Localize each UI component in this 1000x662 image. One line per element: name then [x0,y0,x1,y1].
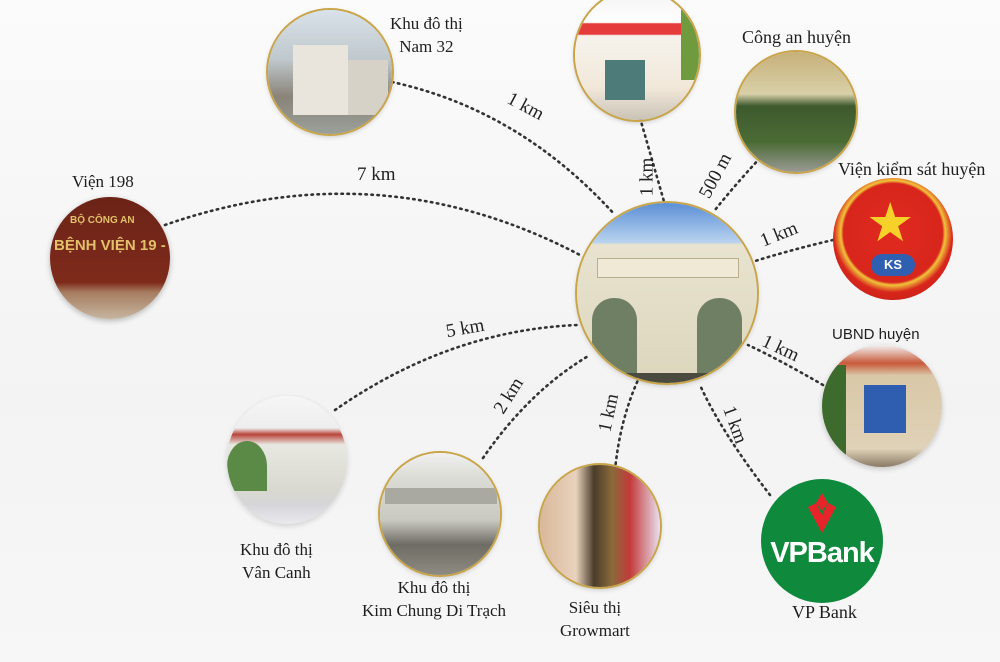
line-vancanh [333,323,580,412]
line-ubnd [746,343,825,387]
line-congan [713,156,762,212]
kimchung-image [380,453,500,575]
label-congan: Công an huyện [742,27,851,47]
label-ubnd: UBND huyện [832,326,920,343]
vpbank-logo: VPBank [761,479,883,603]
star-icon: ★ [866,193,915,253]
vien198-image: BỘ CÔNG AN BỆNH VIỆN 19 - 8 [50,197,170,319]
line-nam32 [390,80,617,217]
hospital-image [575,0,699,120]
growmart-image [540,465,660,587]
congan-image [736,52,856,172]
line-vpbank [698,383,772,497]
line-kimchung [481,353,592,460]
line-growmart [613,378,640,472]
distance-vien198: 7 km [357,164,396,185]
distance-hospital: 1 km [636,157,658,197]
label-vks: Viện kiểm sát huyện [838,159,986,179]
nam32-image [268,10,392,134]
center-gate-image [577,203,757,383]
line-hospital [638,116,667,207]
label-vpbank: VP Bank [792,602,857,622]
vpbank-flower-icon [804,493,840,533]
vancanh-image [227,396,347,524]
label-vien198: Viện 198 [72,172,134,191]
line-vks [750,238,835,264]
line-vien198 [163,192,582,257]
ubnd-image [822,345,942,467]
vks-emblem: ★ KS [833,178,953,300]
